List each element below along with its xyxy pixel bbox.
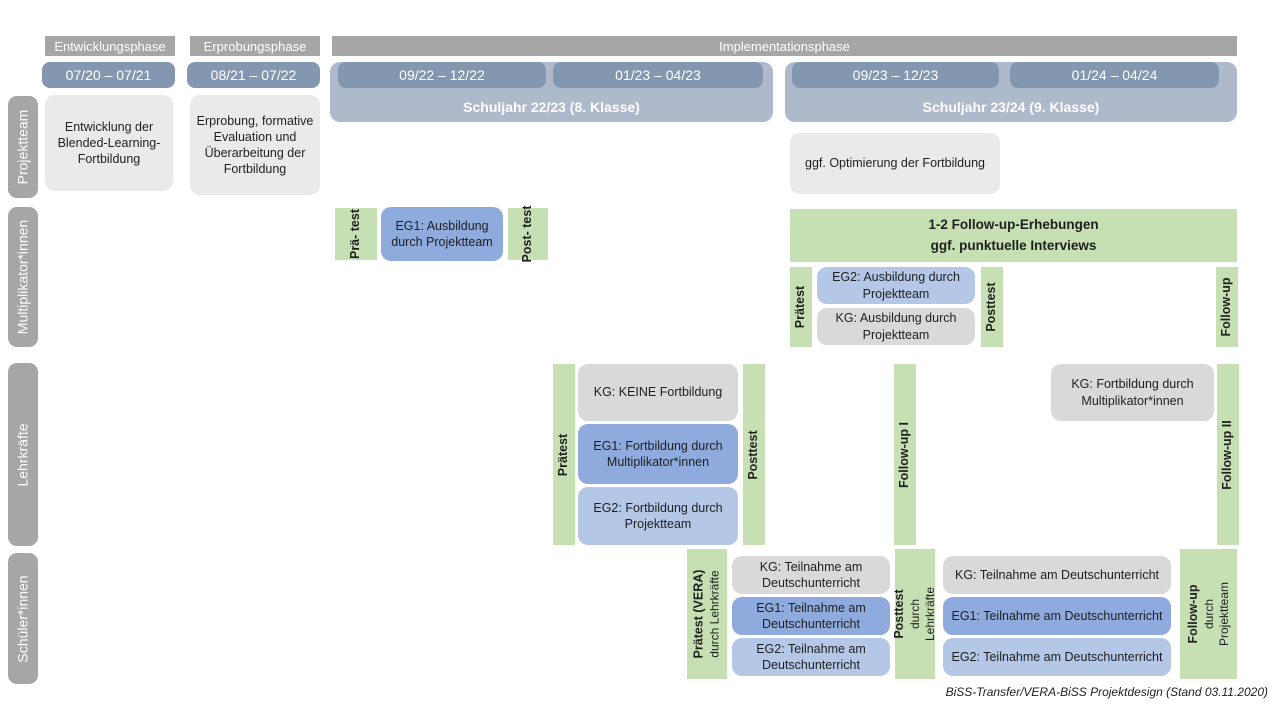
bar-praetest-vera-schueler: Prätest (VERA) durch Lehrkräfte	[687, 549, 727, 679]
box-kg-ausbildung-projektteam: KG: Ausbildung durch Projektteam	[817, 308, 975, 345]
box-kg-teilnahme-2: KG: Teilnahme am Deutschunterricht	[943, 556, 1171, 594]
bar-praetest-lehrkraefte-label: Prätest	[556, 433, 571, 476]
sidebar-row-schueler: Schüler*innen	[8, 553, 38, 684]
bar-followup-1-lehrkraefte-label: Follow-up I	[897, 421, 912, 488]
box-eg2-teilnahme-2: EG2: Teilnahme am Deutschunterricht	[943, 638, 1171, 676]
bar-praetest-vera-label: Prätest (VERA)	[691, 569, 706, 659]
sidebar-row-lehrkraefte: Lehrkräfte	[8, 363, 38, 546]
box-eg1-teilnahme-1: EG1: Teilnahme am Deutschunterricht	[732, 597, 890, 635]
bar-praetest-multiplikatoren-1-label: Prä- test	[348, 208, 363, 260]
sidebar-label-lehrkraefte: Lehrkräfte	[14, 422, 31, 487]
period-bar-0922-1222: 09/22 – 12/22	[338, 62, 546, 88]
box-eg1-ausbildung-projektteam: EG1: Ausbildung durch Projektteam	[381, 207, 503, 261]
phase-header-erprobung: Erprobungsphase	[190, 36, 320, 56]
bar-posttest-schueler-label: Posttest	[892, 589, 907, 639]
bar-posttest-schueler-sublabel: durch Lehrkräfte	[907, 586, 937, 642]
bar-followup-multiplikatoren: Follow-up	[1216, 267, 1238, 347]
box-entwicklung-fortbildung: Entwicklung der Blended-Learning-Fortbil…	[45, 95, 173, 191]
bar-followup-multiplikatoren-label: Follow-up	[1219, 277, 1234, 337]
box-eg2-teilnahme-1: EG2: Teilnahme am Deutschunterricht	[732, 638, 890, 676]
box-kg-fortbildung-multiplikatoren: KG: Fortbildung durch Multiplikator*inne…	[1051, 364, 1214, 421]
bar-posttest-multiplikatoren-2-label: Posttest	[984, 282, 999, 332]
bar-followup-schueler: Follow-up durch Projektteam	[1180, 549, 1237, 679]
sidebar-label-schueler: Schüler*innen	[14, 574, 31, 663]
bar-followup-schueler-sublabel: durch Projektteam	[1201, 581, 1231, 647]
box-followup-erhebungen: 1-2 Follow-up-Erhebungen ggf. punktuelle…	[790, 209, 1237, 262]
box-kg-teilnahme-1: KG: Teilnahme am Deutschunterricht	[732, 556, 890, 594]
bar-followup-2-lehrkraefte-label: Follow-up II	[1220, 419, 1235, 490]
box-eg2-fortbildung-projektteam: EG2: Fortbildung durch Projektteam	[578, 487, 738, 545]
box-erprobung-evaluation: Erprobung, formative Evaluation und Über…	[190, 95, 320, 195]
box-kg-keine-fortbildung: KG: KEINE Fortbildung	[578, 364, 738, 421]
box-eg2-ausbildung-projektteam: EG2: Ausbildung durch Projektteam	[817, 267, 975, 304]
schoolyear-label-2324: Schuljahr 23/24 (9. Klasse)	[922, 99, 1100, 115]
bar-posttest-lehrkraefte: Posttest	[743, 364, 765, 545]
sidebar-row-projektteam: Projektteam	[8, 96, 38, 198]
bar-praetest-vera-sublabel: durch Lehrkräfte	[707, 570, 722, 658]
schoolyear-label-2223: Schuljahr 22/23 (8. Klasse)	[463, 99, 640, 115]
box-eg1-teilnahme-2: EG1: Teilnahme am Deutschunterricht	[943, 597, 1171, 635]
sidebar-label-multiplikatoren: Multiplikator*innen	[14, 219, 31, 335]
bar-posttest-schueler: Posttest durch Lehrkräfte	[892, 549, 937, 679]
bar-praetest-multiplikatoren-2: Prätest	[790, 267, 812, 347]
phase-header-implementation: Implementationsphase	[332, 36, 1237, 56]
bar-followup-schueler-label: Follow-up	[1185, 584, 1200, 644]
bar-praetest-lehrkraefte: Prätest	[553, 364, 575, 545]
box-optimierung-fortbildung: ggf. Optimierung der Fortbildung	[790, 133, 1000, 194]
bar-praetest-multiplikatoren-1: Prä- test	[335, 208, 377, 260]
sidebar-label-projektteam: Projektteam	[14, 109, 31, 185]
box-eg1-fortbildung-multiplikatoren: EG1: Fortbildung durch Multiplikator*inn…	[578, 424, 738, 484]
period-bar-0720-0721: 07/20 – 07/21	[42, 62, 175, 88]
period-bar-0821-0722: 08/21 – 07/22	[187, 62, 320, 88]
period-bar-0123-0423: 01/23 – 04/23	[553, 62, 763, 88]
period-bar-0923-1223: 09/23 – 12/23	[792, 62, 999, 88]
bar-posttest-multiplikatoren-1: Post- test	[508, 205, 548, 263]
bar-followup-2-lehrkraefte: Follow-up II	[1217, 364, 1239, 545]
bar-posttest-lehrkraefte-label: Posttest	[746, 429, 761, 480]
period-bar-0124-0424: 01/24 – 04/24	[1010, 62, 1219, 88]
sidebar-row-multiplikatoren: Multiplikator*innen	[8, 207, 38, 347]
bar-followup-1-lehrkraefte: Follow-up I	[894, 364, 916, 545]
bar-posttest-multiplikatoren-1-label: Post- test	[520, 205, 535, 263]
diagram-caption: BiSS-Transfer/VERA-BiSS Projektdesign (S…	[945, 685, 1268, 699]
bar-praetest-multiplikatoren-2-label: Prätest	[793, 285, 808, 329]
bar-posttest-multiplikatoren-2: Posttest	[981, 267, 1003, 347]
phase-header-entwicklung: Entwicklungsphase	[45, 36, 175, 56]
